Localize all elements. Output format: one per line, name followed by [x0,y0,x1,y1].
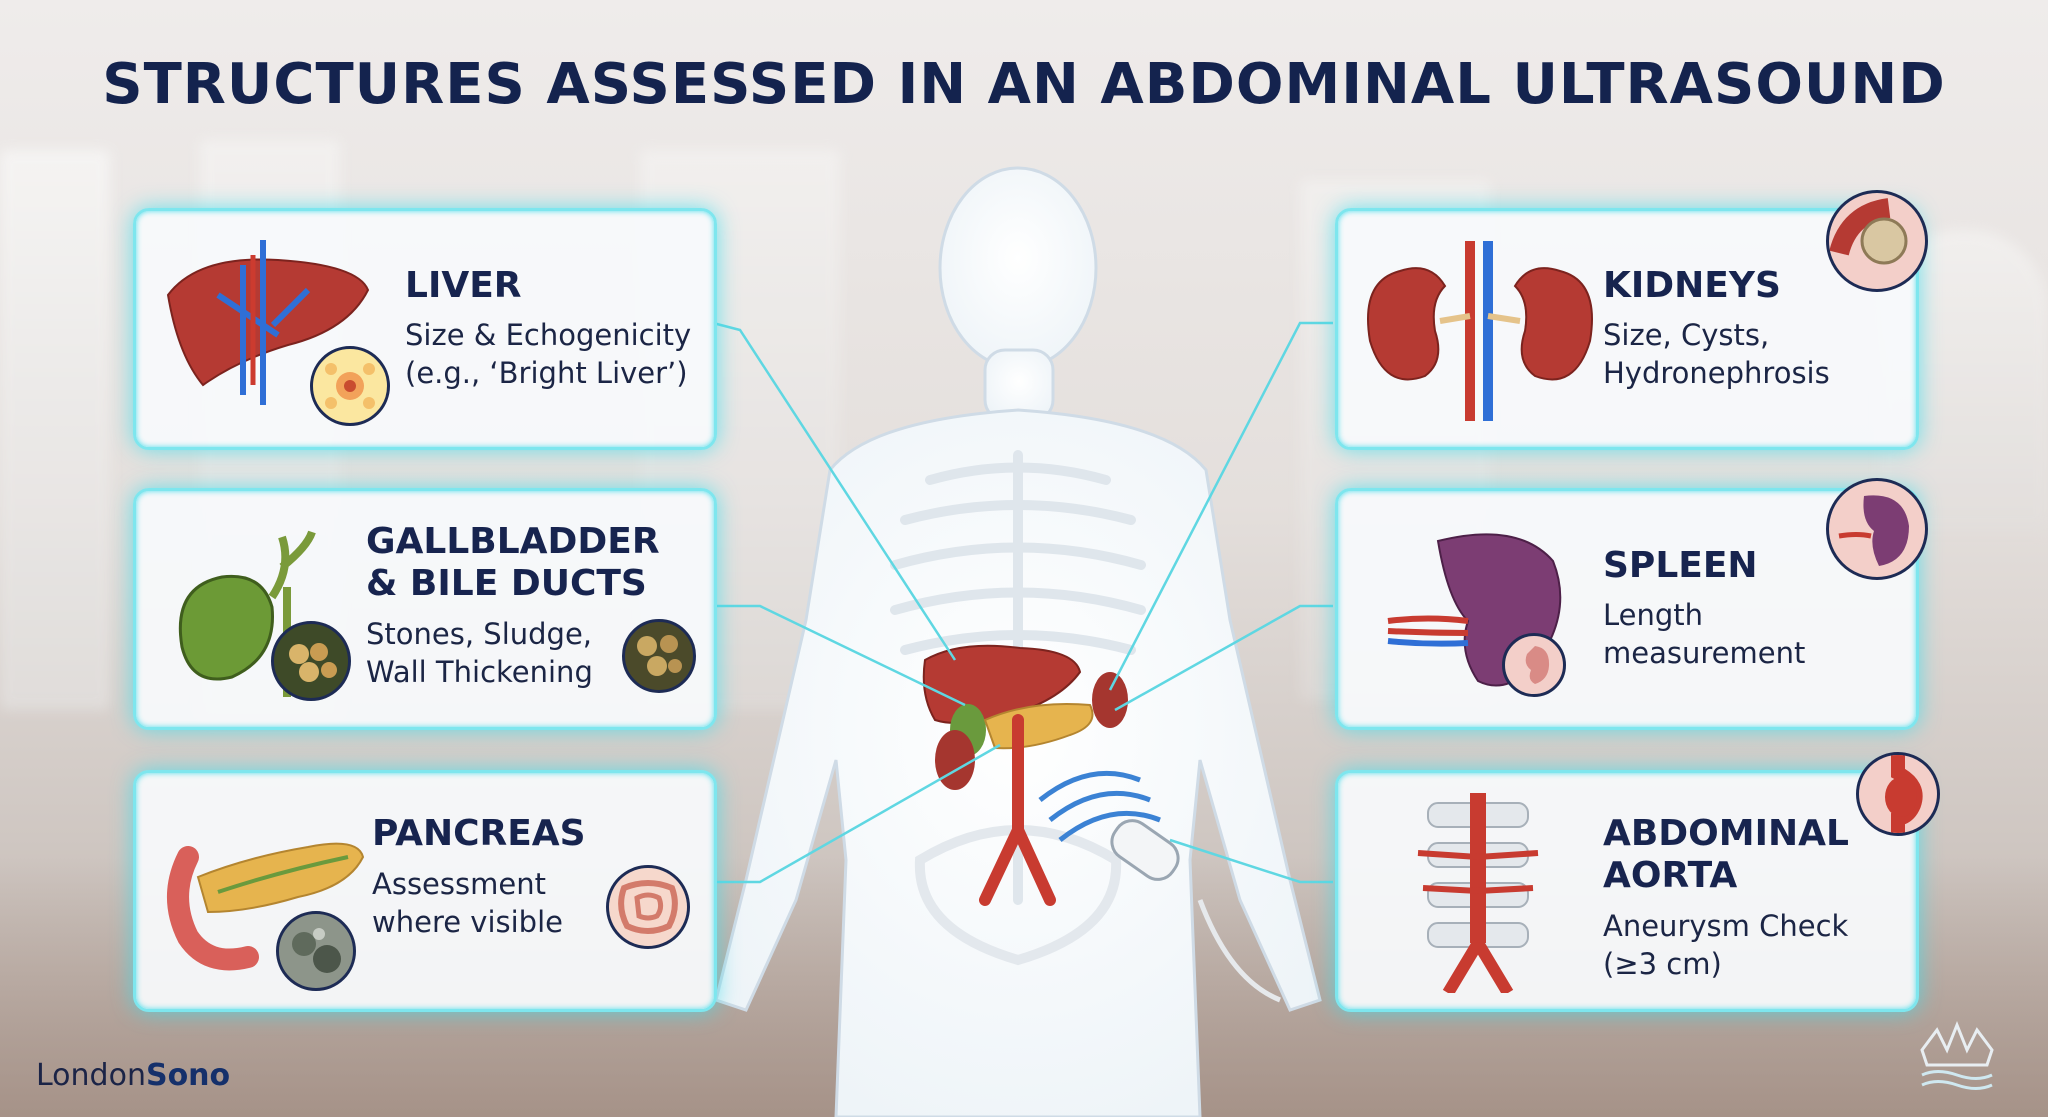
connector-lines [712,321,1333,884]
card-spleen: SPLEEN Length measurement [1335,488,1919,730]
aorta-title-line-1: ABDOMINAL [1603,813,1849,854]
intestine-badge-icon [606,865,690,949]
card-aorta: ABDOMINAL AORTA Aneurysm Check (≥3 cm) [1335,770,1919,1012]
liver-line-2: (e.g., ‘Bright Liver’) [405,356,688,390]
aorta-icon [1417,793,1539,993]
gallbladder-line-2: Wall Thickening [366,655,593,689]
aorta-line-1: Aneurysm Check [1603,909,1849,943]
gallbladder-title-line-1: GALLBLADDER [366,521,660,562]
gallbladder-icon [178,530,316,697]
kidneys-line-1: Size, Cysts, [1603,318,1770,352]
kidneys-line-2: Hydronephrosis [1603,356,1830,390]
background-window-left [0,150,110,710]
page-title: STRUCTURES ASSESSED IN AN ABDOMINAL ULTR… [102,52,1946,117]
brand-name-bold: Sono [145,1058,231,1093]
ultrasound-probe [1038,770,1281,1003]
liver-cell-badge-icon [310,346,390,426]
crown-watermark-icon [1920,1020,1994,1090]
pancreas-icon [167,842,365,971]
spleen-title: SPLEEN [1603,545,1758,586]
card-liver: LIVER Size & Echogenicity (e.g., ‘Bright… [133,208,717,450]
gallbladder-title-line-2: & BILE DUCTS [366,563,647,604]
aorta-line-2: (≥3 cm) [1603,947,1722,981]
kidneys-icon [1367,241,1593,421]
spleen-line-1: Length [1603,598,1704,632]
ear-badge-icon [1502,633,1566,697]
card-kidneys: KIDNEYS Size, Cysts, Hydronephrosis [1335,208,1919,450]
aneurysm-badge-icon [1856,752,1940,836]
gallbladder-line-1: Stones, Sludge, [366,617,593,651]
liver-line-1: Size & Echogenicity [405,318,692,352]
brand-name-light: London [36,1058,146,1093]
aorta-title-line-2: AORTA [1603,855,1738,896]
pancreas-tissue-badge-icon [276,911,356,991]
brand-logo-text: LondonSono [36,1058,230,1093]
card-gallbladder: GALLBLADDER & BILE DUCTS Stones, Sludge,… [133,488,717,730]
pancreas-line-2: where visible [372,905,563,939]
kidney-stone-badge-icon [1826,190,1928,292]
pancreas-title: PANCREAS [372,813,586,854]
spleen-detail-badge-icon [1826,478,1928,580]
liver-title: LIVER [405,265,522,306]
pancreas-line-1: Assessment [372,867,546,901]
liver-icon [166,240,370,405]
gallstones-detail-badge-icon [622,619,696,693]
gallstones-badge-icon [271,621,351,701]
kidneys-title: KIDNEYS [1603,265,1781,306]
spleen-line-2: measurement [1603,636,1806,670]
card-pancreas: PANCREAS Assessment where visible [133,770,717,1012]
